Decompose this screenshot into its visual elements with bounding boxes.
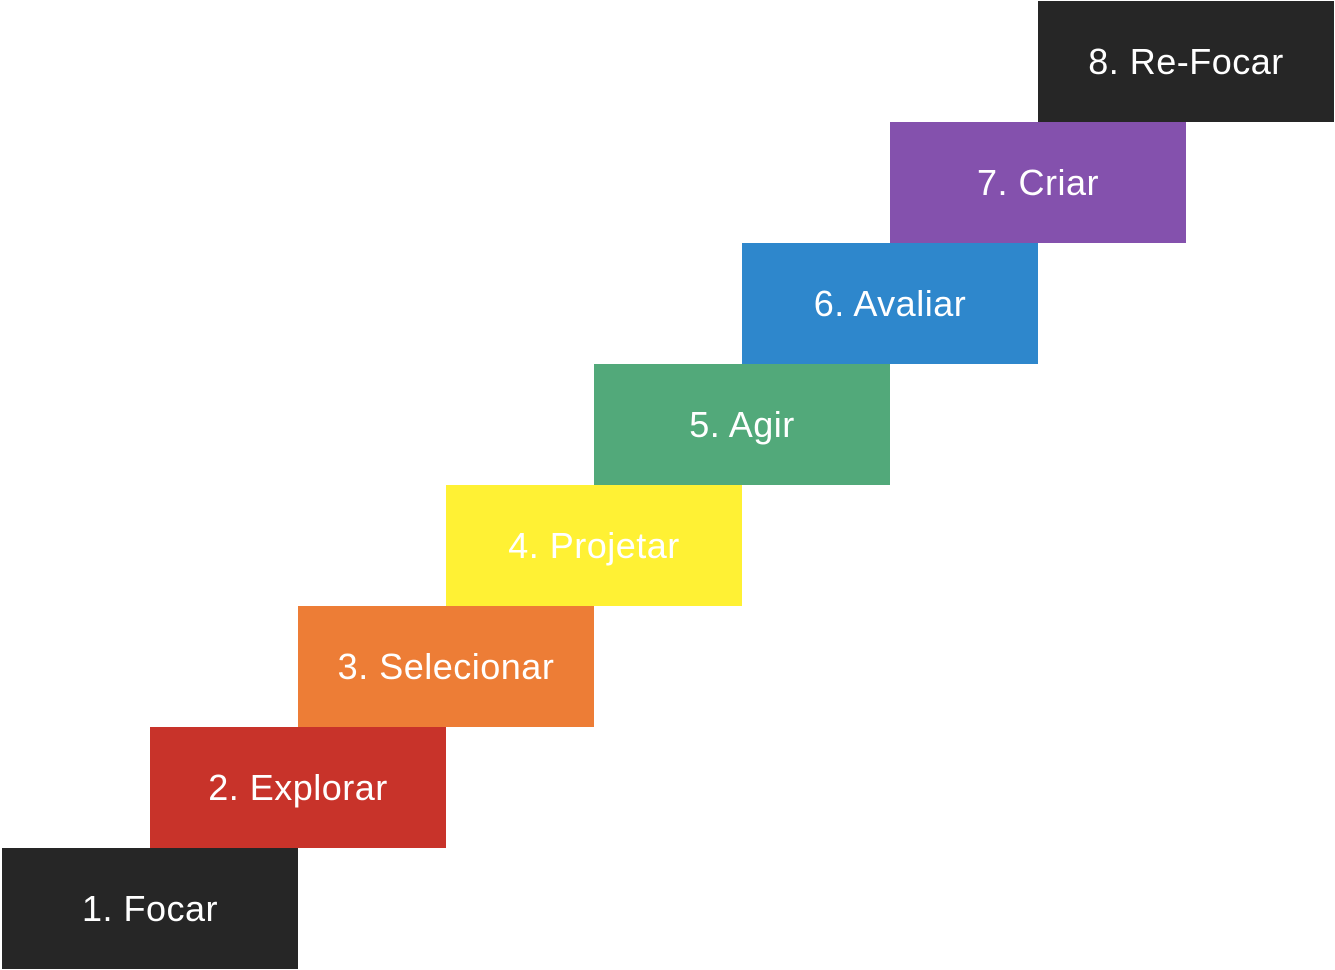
step-4-projetar: 4. Projetar [446,485,742,606]
step-6-avaliar: 6. Avaliar [742,243,1038,364]
step-1-focar: 1. Focar [2,848,298,969]
step-label: 6. Avaliar [813,282,967,324]
step-label: 4. Projetar [508,524,680,566]
step-label: 7. Criar [976,161,1100,203]
step-7-criar: 7. Criar [890,122,1186,243]
step-label: 3. Selecionar [337,645,555,687]
step-5-agir: 5. Agir [594,364,890,485]
step-label: 5. Agir [689,403,795,445]
step-3-selecionar: 3. Selecionar [298,606,594,727]
step-8-re-focar: 8. Re-Focar [1038,1,1334,122]
step-label: 1. Focar [81,887,219,929]
step-label: 8. Re-Focar [1088,40,1284,82]
step-2-explorar: 2. Explorar [150,727,446,848]
step-label: 2. Explorar [208,766,388,808]
